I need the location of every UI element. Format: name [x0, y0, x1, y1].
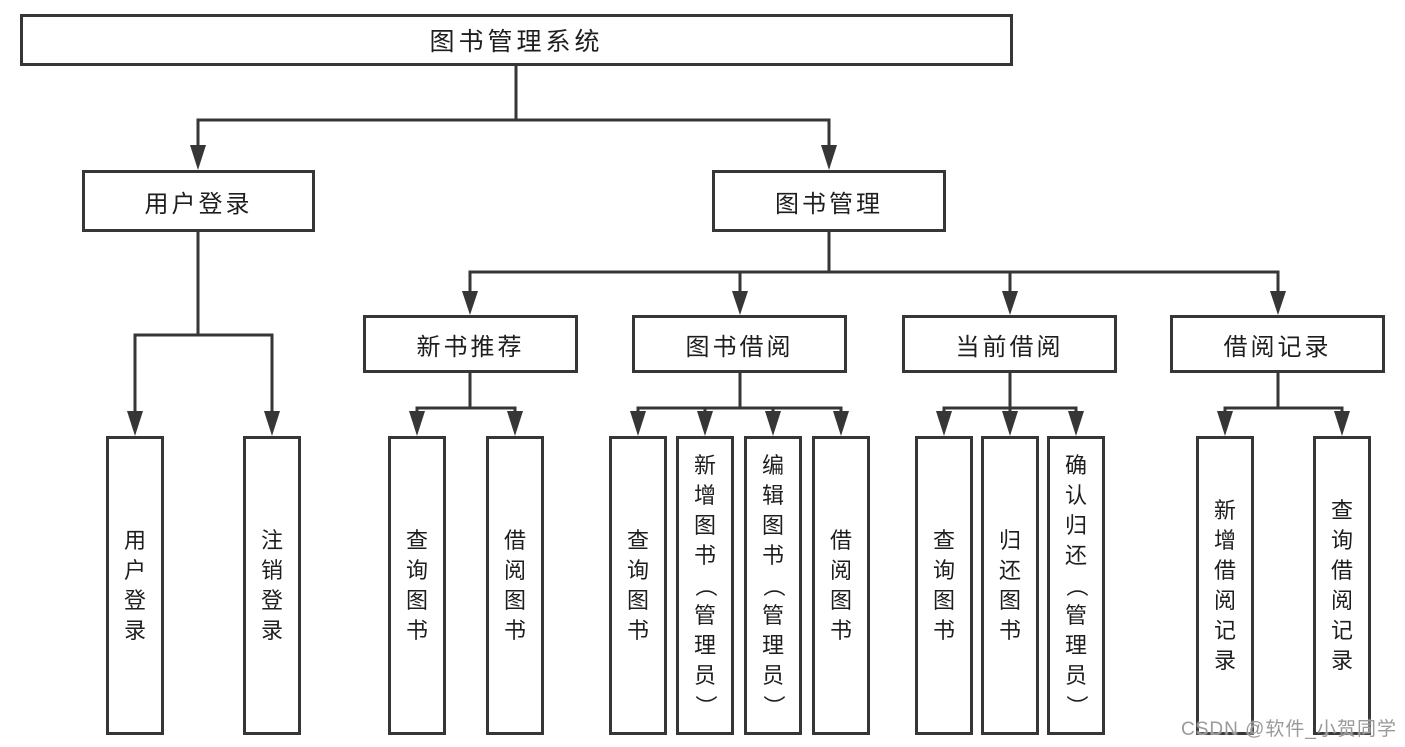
- leaf-user-login: 用户登录: [106, 436, 164, 735]
- node-borrow-records-label: 借阅记录: [1223, 333, 1332, 361]
- node-new-book-recommend: 新书推荐: [363, 315, 578, 373]
- leaf-add-book-admin-label: 新增图书（管理员）: [692, 452, 718, 717]
- leaf-borrow-books-recommend-label: 借阅图书: [503, 527, 526, 643]
- csdn-watermark: CSDN @软件_小贺同学: [1181, 719, 1397, 740]
- leaf-query-books-current-label: 查询图书: [932, 527, 955, 643]
- node-new-book-recommend-label: 新书推荐: [416, 333, 525, 361]
- leaf-query-books-borrow-label: 查询图书: [626, 527, 649, 643]
- leaf-query-books-recommend: 查询图书: [388, 436, 446, 735]
- leaf-add-borrow-record: 新增借阅记录: [1196, 436, 1254, 735]
- node-book-borrow: 图书借阅: [632, 315, 847, 373]
- leaf-query-books-current: 查询图书: [915, 436, 973, 735]
- leaf-query-books-borrow: 查询图书: [609, 436, 667, 735]
- node-book-management: 图书管理: [712, 170, 946, 232]
- leaf-edit-book-admin-label: 编辑图书（管理员）: [760, 452, 786, 717]
- leaf-confirm-return-admin: 确认归还（管理员）: [1047, 436, 1105, 735]
- node-book-borrow-label: 图书借阅: [685, 333, 794, 361]
- leaf-add-book-admin: 新增图书（管理员）: [676, 436, 734, 735]
- leaf-return-book-label: 归还图书: [998, 527, 1021, 643]
- node-root-label: 图书管理系统: [429, 28, 604, 56]
- leaf-borrow-books-label: 借阅图书: [829, 527, 852, 643]
- leaf-logout: 注销登录: [243, 436, 301, 735]
- leaf-borrow-books: 借阅图书: [812, 436, 870, 735]
- leaf-logout-label: 注销登录: [260, 527, 283, 643]
- node-root: 图书管理系统: [20, 14, 1013, 66]
- leaf-borrow-books-recommend: 借阅图书: [486, 436, 544, 735]
- node-user-login: 用户登录: [82, 170, 315, 232]
- leaf-add-borrow-record-label: 新增借阅记录: [1213, 497, 1236, 673]
- node-book-management-label: 图书管理: [775, 190, 883, 218]
- node-current-borrow-label: 当前借阅: [955, 333, 1064, 361]
- node-borrow-records: 借阅记录: [1170, 315, 1385, 373]
- leaf-user-login-label: 用户登录: [123, 527, 146, 643]
- leaf-return-book: 归还图书: [981, 436, 1039, 735]
- leaf-edit-book-admin: 编辑图书（管理员）: [744, 436, 802, 735]
- node-user-login-label: 用户登录: [144, 190, 253, 218]
- node-current-borrow: 当前借阅: [902, 315, 1117, 373]
- leaf-query-borrow-record: 查询借阅记录: [1313, 436, 1371, 735]
- leaf-query-borrow-record-label: 查询借阅记录: [1330, 497, 1353, 673]
- leaf-query-books-recommend-label: 查询图书: [405, 527, 428, 643]
- leaf-confirm-return-admin-label: 确认归还（管理员）: [1063, 452, 1089, 717]
